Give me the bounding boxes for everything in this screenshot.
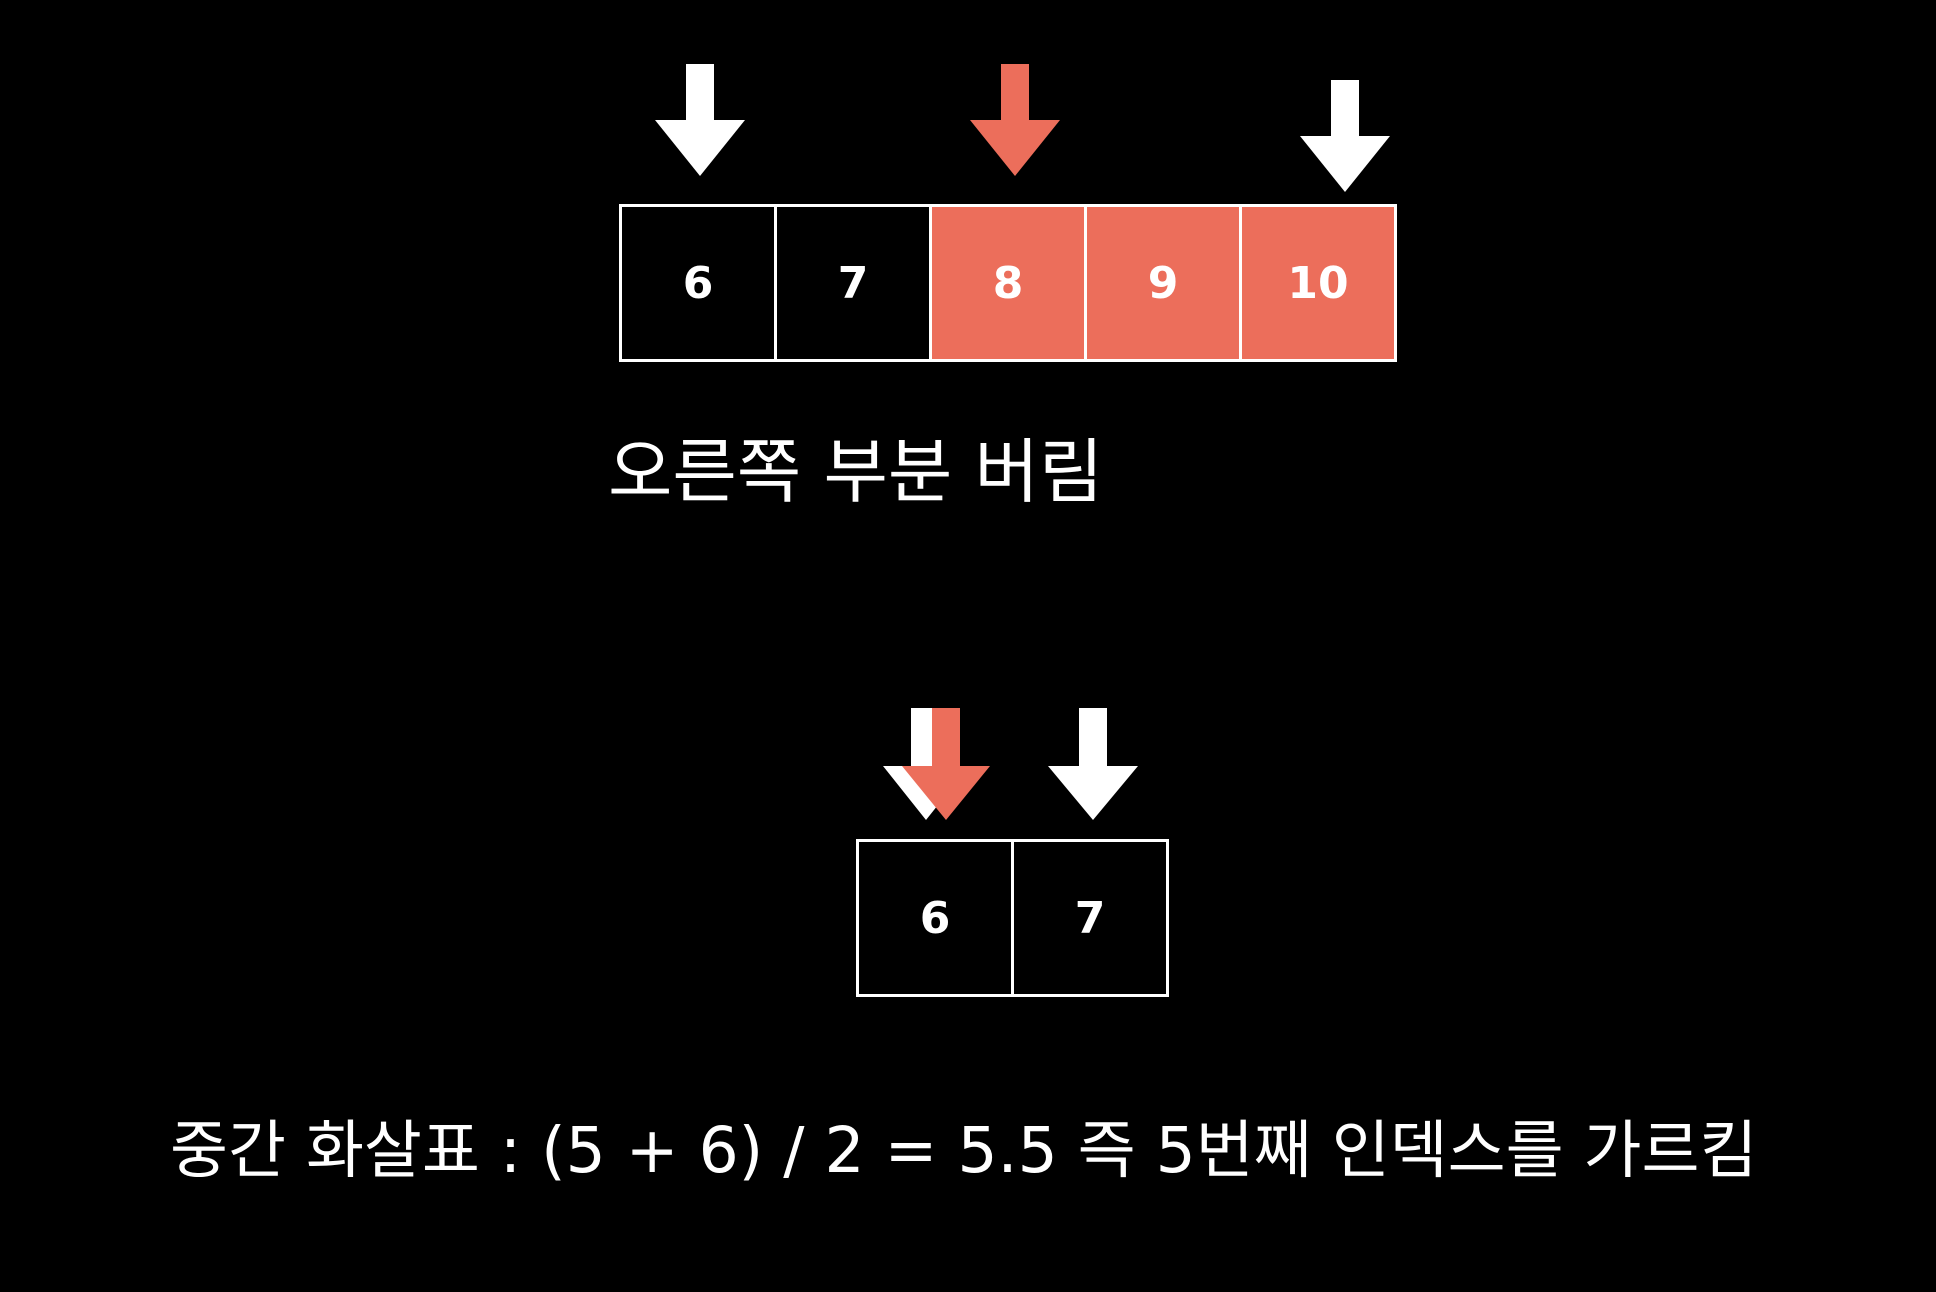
array-cell: 6 <box>619 204 777 362</box>
mid-pointer-arrow-icon <box>900 708 990 820</box>
array-cell: 7 <box>1011 839 1169 997</box>
end-pointer-arrow-icon <box>1048 708 1138 820</box>
bottom-caption: 중간 화살표 : (5 + 6) / 2 = 5.5 즉 5번째 인덱스를 가르… <box>170 1114 1758 1187</box>
array-cell-discarded: 8 <box>929 204 1087 362</box>
start-pointer-arrow-icon <box>655 64 745 176</box>
array-cell: 6 <box>856 839 1014 997</box>
bottom-array: 6 7 <box>856 839 1169 997</box>
top-caption: 오른쪽 부분 버림 <box>608 431 1104 513</box>
top-array: 6 7 8 9 10 <box>619 204 1397 362</box>
mid-pointer-arrow-icon <box>970 64 1060 176</box>
array-cell-discarded: 10 <box>1239 204 1397 362</box>
array-cell-discarded: 9 <box>1084 204 1242 362</box>
end-pointer-arrow-icon <box>1300 80 1390 192</box>
array-cell: 7 <box>774 204 932 362</box>
